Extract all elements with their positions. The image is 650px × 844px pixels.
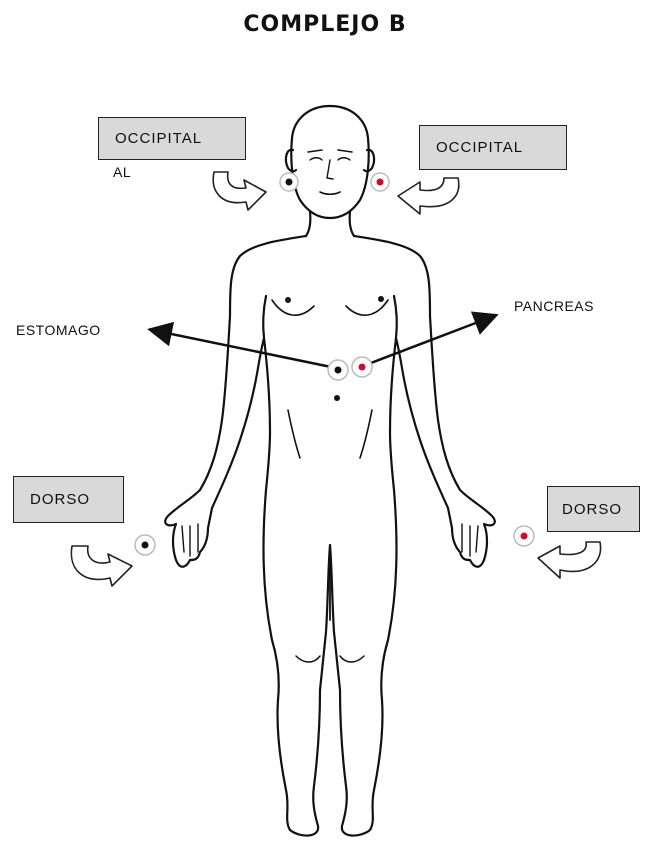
pancreas-arrow: [363, 316, 494, 366]
navel-dot: [334, 395, 340, 401]
magnet-dorso-right: [514, 526, 534, 546]
curved-arrow-occipital-right: [398, 178, 459, 214]
dorso-left-box: DORSO: [13, 476, 124, 523]
magnet-estomago: [328, 360, 348, 380]
occipital-right-box: OCCIPITAL: [419, 125, 567, 170]
occipital-left-label: OCCIPITAL: [115, 130, 202, 147]
chest-dot-left: [285, 297, 291, 303]
curved-arrow-dorso-right: [538, 542, 601, 578]
curved-arrow-occipital-left: [213, 172, 266, 210]
estomago-arrow: [152, 330, 336, 368]
occipital-right-label: OCCIPITAL: [436, 139, 523, 156]
magnet-dorso-left: [135, 535, 155, 555]
estomago-label: ESTOMAGO: [16, 322, 101, 338]
pancreas-label: PANCREAS: [514, 298, 594, 314]
dorso-right-label: DORSO: [562, 501, 622, 518]
magnet-occipital-left: [280, 173, 298, 191]
magnet-occipital-right: [371, 173, 389, 191]
occipital-left-extra-label: AL: [113, 164, 131, 180]
dorso-right-box: DORSO: [547, 486, 640, 532]
body-outline: [165, 236, 495, 836]
occipital-left-box: OCCIPITAL: [98, 117, 246, 160]
chest-dot-right: [378, 296, 384, 302]
human-figure: [165, 106, 495, 836]
magnet-pancreas: [352, 357, 372, 377]
curved-arrow-dorso-left: [71, 546, 132, 586]
dorso-left-label: DORSO: [30, 491, 90, 508]
